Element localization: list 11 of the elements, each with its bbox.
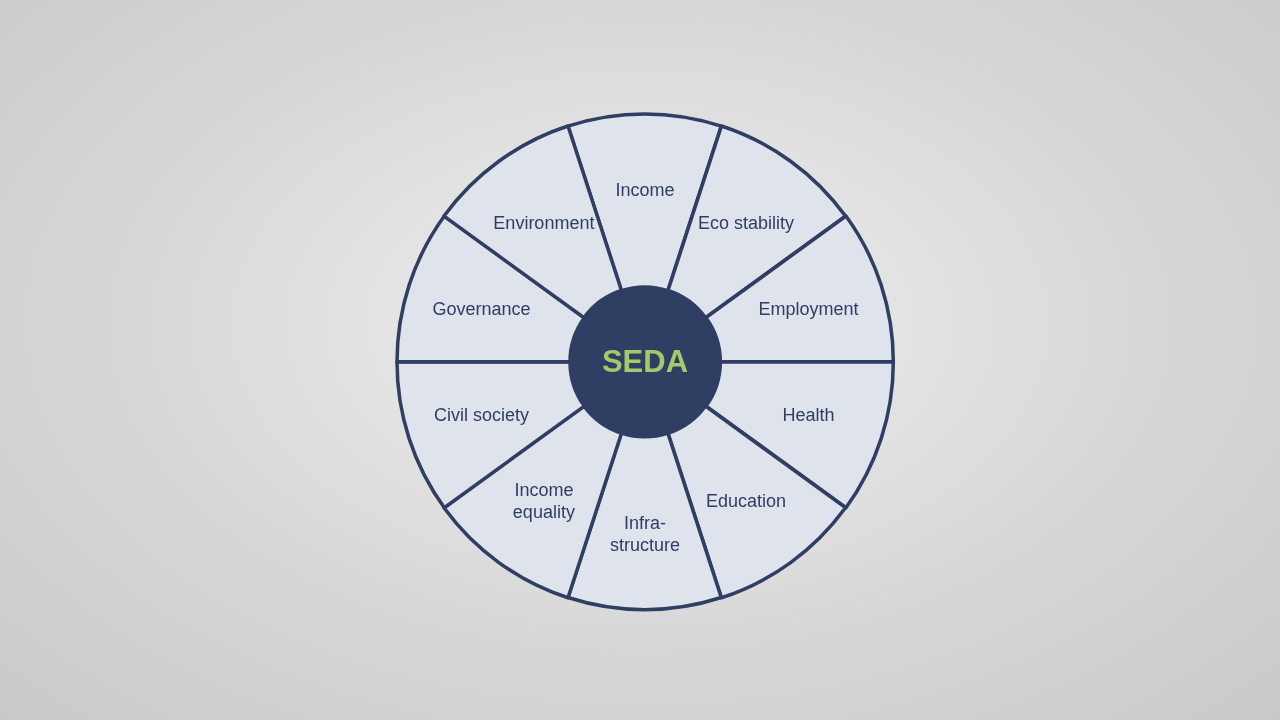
hub-label: SEDA	[601, 344, 689, 380]
segment-label: Income	[614, 179, 676, 201]
segment-label: Governance	[431, 297, 532, 320]
segment-label: Education	[705, 490, 788, 513]
segment-label: Eco stability	[697, 211, 796, 234]
segment-label: Environment	[492, 211, 596, 234]
segment-label: Infra- structure	[608, 512, 681, 556]
segment-label: Employment	[757, 297, 860, 320]
segment-label: Civil society	[432, 404, 530, 427]
segment-label: Health	[781, 404, 836, 427]
segment-label: Income equality	[511, 479, 576, 524]
